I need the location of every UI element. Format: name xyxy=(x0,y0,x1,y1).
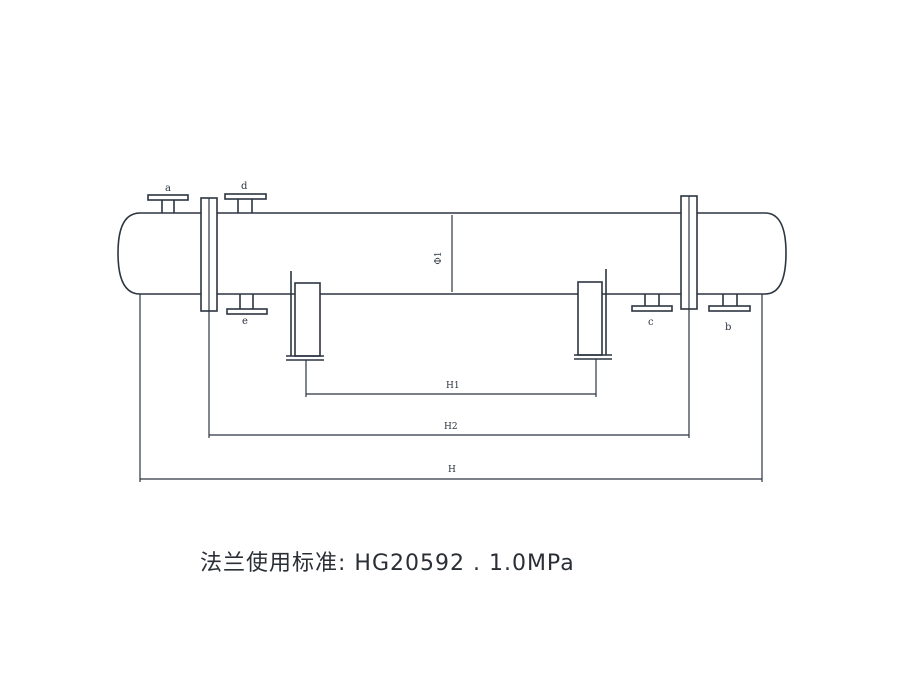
left-saddle-support xyxy=(286,271,324,361)
nozzle-label-a: a xyxy=(165,183,171,194)
nozzle-b: b xyxy=(708,294,751,333)
nozzle-label-c: c xyxy=(648,317,654,328)
dimension-label-h2: H2 xyxy=(444,422,458,432)
nozzle-label-e: e xyxy=(242,316,248,327)
nozzle-label-d: d xyxy=(241,181,248,192)
nozzle-e: e xyxy=(226,294,268,327)
nozzle-d: d xyxy=(224,181,267,213)
dimension-label-h: H xyxy=(448,465,456,475)
dimension-h: H xyxy=(139,294,763,482)
flange-standard-caption: 法兰使用标准: HG20592 . 1.0MPa xyxy=(200,551,575,576)
right-tubesheet-flange xyxy=(680,195,698,310)
nozzle-label-b: b xyxy=(725,322,731,333)
shell-body xyxy=(117,212,787,295)
left-tubesheet-flange xyxy=(200,197,218,312)
dimension-h1: H1 xyxy=(305,359,597,397)
dimension-h2: H2 xyxy=(208,309,690,438)
nozzle-a: a xyxy=(147,183,189,213)
diameter-marker: Φ1 xyxy=(434,215,453,292)
dimension-label-h1: H1 xyxy=(446,381,460,391)
nozzle-c: c xyxy=(631,294,673,328)
diameter-label: Φ1 xyxy=(434,251,444,264)
right-saddle-support xyxy=(574,269,612,360)
